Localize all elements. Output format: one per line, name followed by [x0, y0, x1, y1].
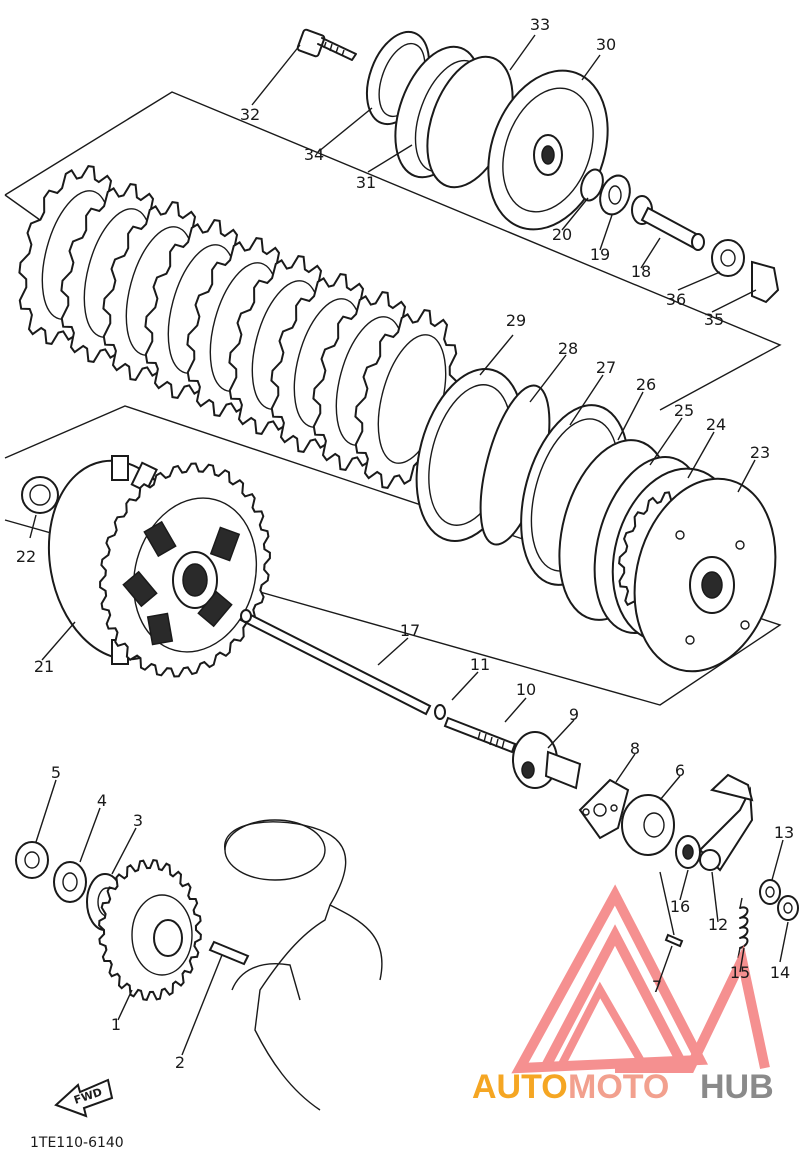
- callout-18: 18: [631, 262, 651, 281]
- lock-washer-4: [53, 861, 87, 903]
- push-lever-12: [698, 773, 754, 872]
- callout-25: 25: [674, 401, 694, 420]
- callout-11: 11: [470, 655, 490, 674]
- washer-13: [759, 879, 781, 905]
- callout-19: 19: [590, 245, 610, 264]
- callout-27: 27: [596, 358, 616, 377]
- plate-8: [578, 778, 630, 840]
- callout-labels: 1 2 3 4 5 6 7 8 9 10 11 12 13 14 15 16 1…: [16, 15, 794, 1072]
- drive-gear-teeth: [98, 858, 202, 1002]
- forward-direction-arrow: FWD: [54, 1078, 114, 1118]
- bearing-19: [599, 174, 631, 216]
- callout-7: 7: [652, 977, 662, 996]
- watermark-text-hub: HUB: [700, 1068, 774, 1106]
- primary-drive-gear-1: [98, 858, 202, 1002]
- leader-lines: [29, 34, 789, 1056]
- callout-2: 2: [175, 1053, 185, 1072]
- callout-10: 10: [516, 680, 536, 699]
- callout-35: 35: [704, 310, 724, 329]
- callout-5: 5: [51, 763, 61, 782]
- nut-14: [777, 895, 799, 921]
- callout-28: 28: [558, 339, 578, 358]
- o-ring-11: [434, 704, 446, 720]
- callout-21: 21: [34, 657, 54, 676]
- pin-7: [664, 933, 684, 948]
- callout-4: 4: [97, 791, 107, 810]
- callout-26: 26: [636, 375, 656, 394]
- callout-22: 22: [16, 547, 36, 566]
- push-rod-10: [443, 716, 517, 754]
- housing-finger: [111, 455, 129, 481]
- callout-31: 31: [356, 173, 376, 192]
- callout-3: 3: [133, 811, 143, 830]
- callout-6: 6: [675, 761, 685, 780]
- diagram-code: 1TE110-6140: [30, 1135, 124, 1151]
- bearing-16: [675, 835, 701, 869]
- callout-34: 34: [304, 145, 324, 164]
- lock-washer-35: [751, 260, 780, 304]
- callout-17: 17: [400, 621, 420, 640]
- bolt-32: [296, 28, 357, 61]
- callout-24: 24: [706, 415, 726, 434]
- clutch-boss-plate-23: [633, 477, 777, 673]
- crankshaft-reference-outline: [224, 819, 383, 1111]
- housing-finger: [130, 461, 158, 493]
- callout-1: 1: [111, 1015, 121, 1034]
- watermark-text-auto: AUTO: [472, 1068, 568, 1106]
- callout-30: 30: [596, 35, 616, 54]
- callout-14: 14: [770, 963, 790, 982]
- circlip-22: [21, 476, 59, 514]
- callout-16: 16: [670, 897, 690, 916]
- watermark-logo: [511, 884, 770, 1074]
- callout-23: 23: [750, 443, 770, 462]
- callout-9: 9: [569, 705, 579, 724]
- upper-group-outline: [4, 91, 782, 411]
- push-rod-18: [631, 195, 705, 251]
- middle-group-outline: [4, 405, 782, 706]
- clutch-plate-stack: [18, 165, 458, 489]
- callout-15: 15: [730, 963, 750, 982]
- callout-32: 32: [240, 105, 260, 124]
- callout-33: 33: [530, 15, 550, 34]
- key-2: [208, 940, 250, 966]
- pressure-plate-30: [487, 69, 609, 231]
- callout-8: 8: [630, 739, 640, 758]
- callout-13: 13: [774, 823, 794, 842]
- push-rod-17: [239, 609, 432, 716]
- callout-20: 20: [552, 225, 572, 244]
- callout-36: 36: [666, 290, 686, 309]
- watermark-text-moto: MOTO: [568, 1068, 669, 1106]
- nut-36: [711, 239, 745, 277]
- lever-shaft-9: [512, 731, 582, 790]
- callout-29: 29: [506, 311, 526, 330]
- oil-seal-6: [621, 794, 675, 856]
- clutch-housing-21: [47, 455, 271, 678]
- nut-5: [15, 841, 49, 879]
- callout-12: 12: [708, 915, 728, 934]
